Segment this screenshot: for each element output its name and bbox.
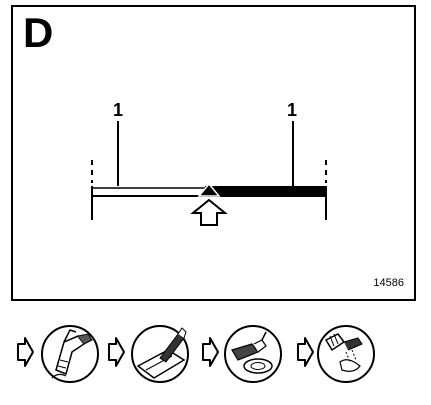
strip-dark-section (205, 186, 326, 197)
spray-gun-icon (41, 325, 99, 383)
diagram-panel: D 1 1 14586 (11, 5, 416, 301)
step-arrow-icon (202, 337, 219, 367)
polisher-icon (224, 325, 282, 383)
brush-on-surface-icon (131, 325, 189, 383)
step-arrow-icon (108, 337, 125, 367)
figure-number: 14586 (373, 277, 404, 289)
callout-label-left: 1 (113, 100, 124, 120)
step-arrow-icon (17, 337, 34, 367)
step-arrow-icon (297, 337, 314, 367)
callout-label-right: 1 (287, 100, 298, 120)
junction-triangle-marker (197, 182, 221, 197)
spray-on-surface-icon (317, 325, 375, 383)
up-arrow-icon (190, 198, 228, 226)
panel-letter: D (23, 9, 54, 56)
